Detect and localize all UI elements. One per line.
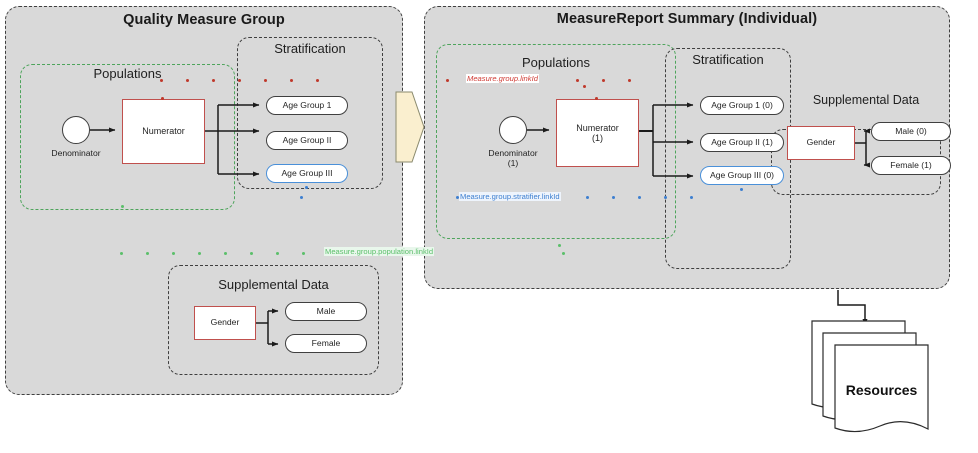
link-dot (198, 252, 201, 255)
link-dot (690, 196, 693, 199)
green-dot-left-anchor (121, 205, 124, 208)
left-populations-label: Populations (93, 66, 162, 81)
link-dot (628, 79, 631, 82)
link-dot (302, 252, 305, 255)
link-dot (290, 79, 293, 82)
right-stratification-label: Stratification (692, 52, 764, 67)
right-gender-node: Gender (787, 126, 855, 160)
left-supplemental-label: Supplemental Data (218, 277, 329, 292)
link-dot (212, 79, 215, 82)
right-denominator-node (499, 116, 527, 144)
green-linkid-tag: Measure.group.population.linkId (324, 247, 435, 257)
red-dot-accent (583, 85, 586, 88)
link-dot (612, 196, 615, 199)
right-numerator-line1: Numerator (576, 122, 619, 133)
green-dot-right-anchor (558, 244, 561, 247)
left-denominator-label: Denominator (51, 148, 101, 158)
right-supplemental-label: Supplemental Data (812, 93, 920, 107)
blue-linkid-tag: Measure.group.stratifier.linkId (459, 192, 561, 202)
right-denominator-label: Denominator (1) (479, 148, 547, 169)
left-populations-container (20, 64, 235, 210)
right-age-group-1-node: Age Group 1 (0) (700, 96, 784, 115)
link-dot (664, 196, 667, 199)
right-denominator-label-line1: Denominator (488, 148, 538, 158)
link-dot (264, 79, 267, 82)
link-dot (160, 79, 163, 82)
red-linkid-dotrow (160, 79, 631, 82)
link-dot (146, 252, 149, 255)
green-linkid-dotrow (120, 252, 570, 255)
link-dot (250, 252, 253, 255)
link-dot (186, 79, 189, 82)
left-supplemental-container (168, 265, 379, 375)
left-age-group-3-node: Age Group III (266, 164, 348, 183)
right-female-node: Female (1) (871, 156, 951, 175)
right-numerator-line2: (1) (592, 133, 603, 143)
flow-chevron-icon (395, 91, 425, 163)
link-dot (276, 252, 279, 255)
resources-stack-icon (811, 320, 929, 433)
resources-label: Resources (845, 382, 918, 398)
link-dot (446, 79, 449, 82)
link-dot (602, 79, 605, 82)
link-dot (456, 196, 459, 199)
left-stratification-label: Stratification (274, 41, 346, 56)
left-age-group-1-node: Age Group 1 (266, 96, 348, 115)
red-linkid-tag: Measure.group.linkId (466, 74, 539, 84)
link-dot (316, 79, 319, 82)
link-dot (238, 79, 241, 82)
link-dot (586, 196, 589, 199)
measurereport-summary-title: MeasureReport Summary (Individual) (556, 11, 818, 27)
link-dot (224, 252, 227, 255)
right-numerator-node: Numerator (1) (556, 99, 639, 167)
right-age-group-2-node: Age Group II (1) (700, 133, 784, 152)
quality-measure-group-title: Quality Measure Group (123, 12, 285, 28)
right-populations-label: Populations (522, 55, 590, 70)
right-male-node: Male (0) (871, 122, 951, 141)
red-dot-numerator-anchor (161, 97, 164, 100)
link-dot (638, 196, 641, 199)
measurereport-summary-panel (424, 6, 950, 289)
link-dot (562, 252, 565, 255)
link-dot (300, 196, 303, 199)
left-male-node: Male (285, 302, 367, 321)
blue-dot-agegroup3-right (740, 188, 743, 191)
left-age-group-2-node: Age Group II (266, 131, 348, 150)
right-denominator-label-line2: (1) (507, 158, 519, 169)
blue-dot-agegroup3-left (305, 186, 308, 189)
left-female-node: Female (285, 334, 367, 353)
left-stratification-container (237, 37, 383, 189)
right-age-group-3-node: Age Group III (0) (700, 166, 784, 185)
left-denominator-node (62, 116, 90, 144)
red-dot-numerator-anchor-right (595, 97, 598, 100)
link-dot (172, 252, 175, 255)
link-dot (576, 79, 579, 82)
link-dot (120, 252, 123, 255)
blue-linkid-dotrow (300, 196, 700, 199)
left-numerator-node: Numerator (122, 99, 205, 164)
left-gender-node: Gender (194, 306, 256, 340)
